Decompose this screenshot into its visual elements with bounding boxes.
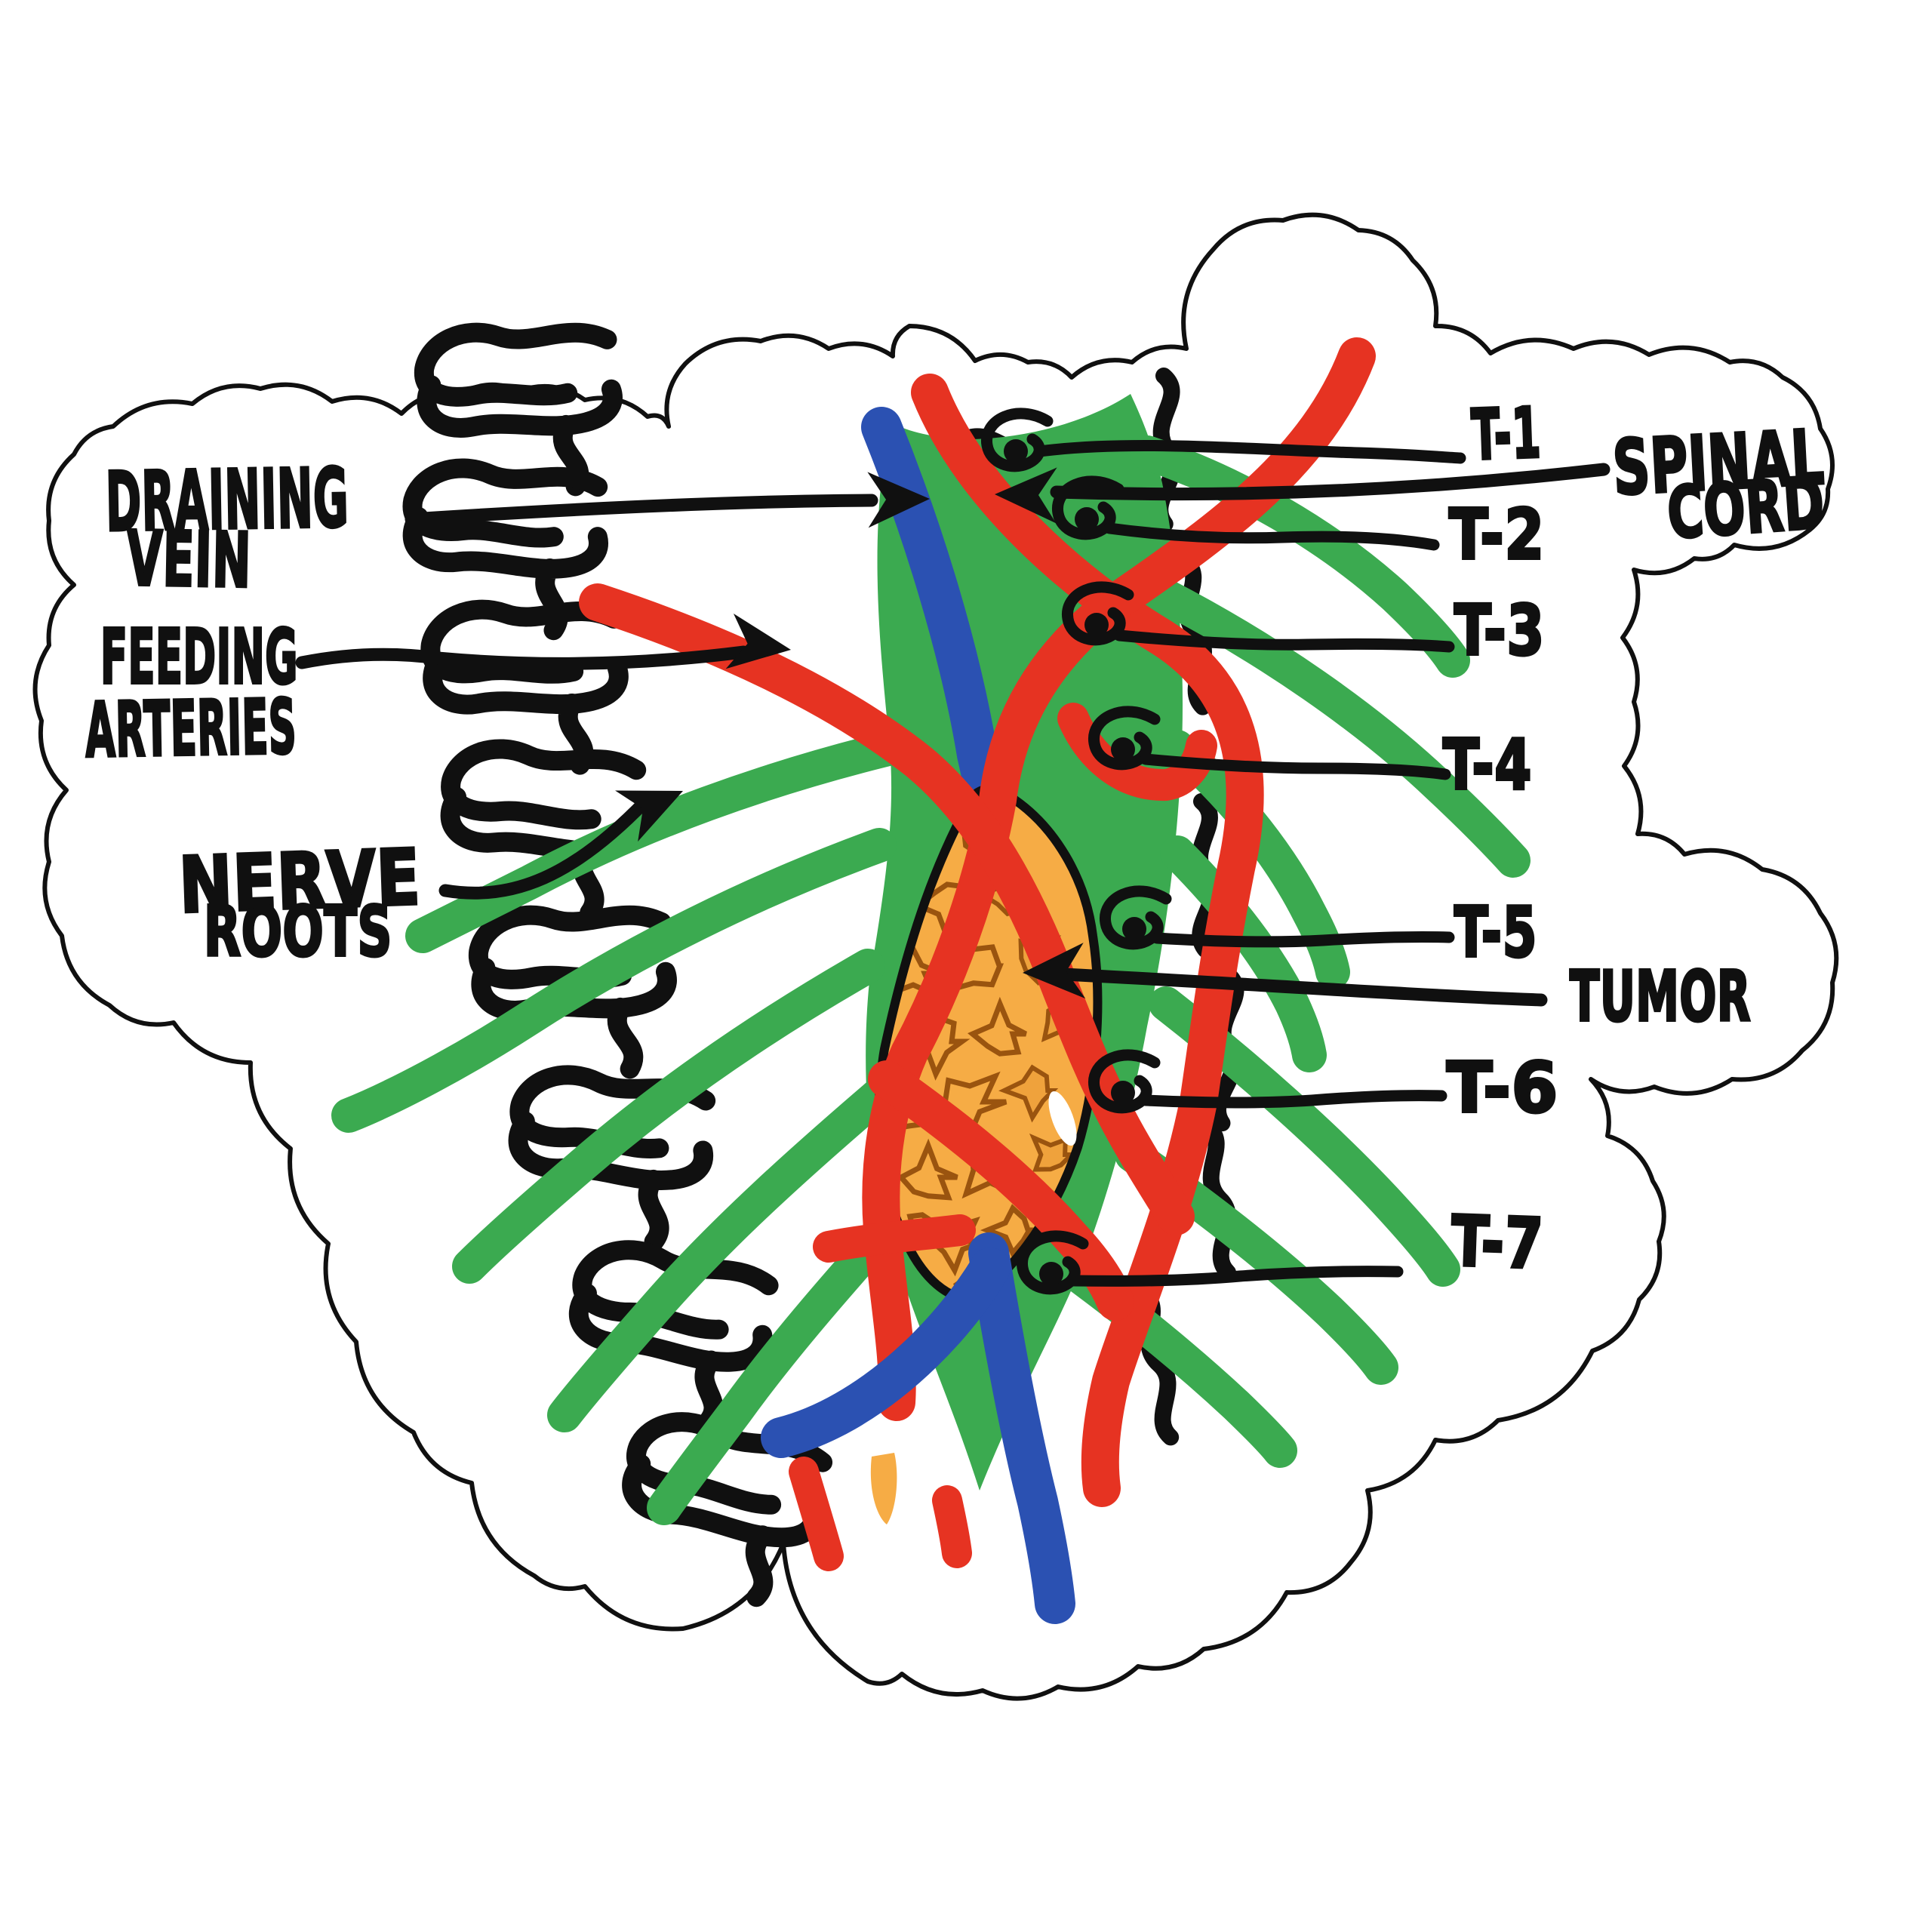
- leader-t4: [1140, 753, 1451, 780]
- tumor-arrow-line: [1056, 968, 1548, 1007]
- nerve-root: [1160, 730, 1350, 989]
- feeding-arteries-arrow-line: [295, 645, 750, 670]
- tumor-texture-blob: [1029, 1133, 1077, 1172]
- vein-branch: [761, 1247, 1011, 1458]
- leader-t1: [1034, 440, 1466, 464]
- draining-vein-lower: [761, 1232, 1075, 1624]
- leader-t3: [1113, 629, 1455, 653]
- label-t5: T-5: [1454, 892, 1537, 973]
- leader-t2: [1103, 522, 1440, 551]
- label-t2: T-2: [1449, 494, 1545, 575]
- nerve-root: [452, 949, 885, 1284]
- nerve-root: [547, 1077, 897, 1432]
- tumor-satellite: [870, 1453, 897, 1524]
- labels: DRAINING VEIN FEEDING ARTERIES NERVE ROO…: [83, 391, 1829, 1286]
- draining-vein-arrow-line: [405, 494, 878, 526]
- annotation-arrows: [295, 463, 1611, 1007]
- label-spinal-cord-line2: CORD: [1665, 463, 1827, 555]
- label-feeding-arteries-line2: ARTERIES: [85, 683, 297, 775]
- nerve-root: [1149, 579, 1531, 878]
- leader-t7: [1068, 1266, 1404, 1287]
- cloud-outline: [32, 212, 1839, 1701]
- nerve-root: [1130, 435, 1470, 678]
- label-feeding-arteries-line1: FEEDING: [100, 613, 298, 701]
- tumor-texture-blob: [897, 1138, 958, 1201]
- label-t1: T-1: [1470, 392, 1543, 475]
- nerve-roots-arrow-line: [438, 795, 652, 900]
- label-t7: T-7: [1450, 1201, 1545, 1284]
- label-nerve-roots-line2: ROOTS: [204, 891, 392, 972]
- spinal-cord-arrow-line: [1050, 463, 1611, 501]
- artery-branch: [789, 1457, 844, 1571]
- nerve-root: [331, 828, 897, 1133]
- tumor-texture-blob: [968, 996, 1027, 1057]
- highlight-fleck: [1048, 1091, 1077, 1146]
- level-leaders: [986, 414, 1466, 1289]
- label-t3: T-3: [1454, 590, 1545, 671]
- label-t6: T-6: [1447, 1048, 1558, 1128]
- artery-branch: [932, 1485, 972, 1568]
- leader-t6: [1140, 1090, 1447, 1109]
- nerve-root: [647, 1190, 923, 1525]
- vein-branch: [968, 1232, 1075, 1624]
- label-t4: T-4: [1443, 724, 1532, 805]
- nerve-root: [1149, 986, 1460, 1287]
- label-draining-vein-line1: DRAINING: [105, 451, 349, 550]
- label-tumor: TUMOR: [1570, 956, 1751, 1037]
- leader-t5: [1151, 931, 1455, 948]
- label-spinal-cord-line1: SPINAL: [1611, 413, 1826, 512]
- label-draining-vein-line2: VEIN: [126, 515, 252, 605]
- tumor-texture-blob: [998, 1064, 1059, 1123]
- artery: [579, 583, 1195, 1235]
- tumor-texture-blob: [980, 1204, 1034, 1258]
- artery-branch: [813, 1214, 976, 1263]
- label-nerve-roots-line1: NERVE: [177, 833, 422, 931]
